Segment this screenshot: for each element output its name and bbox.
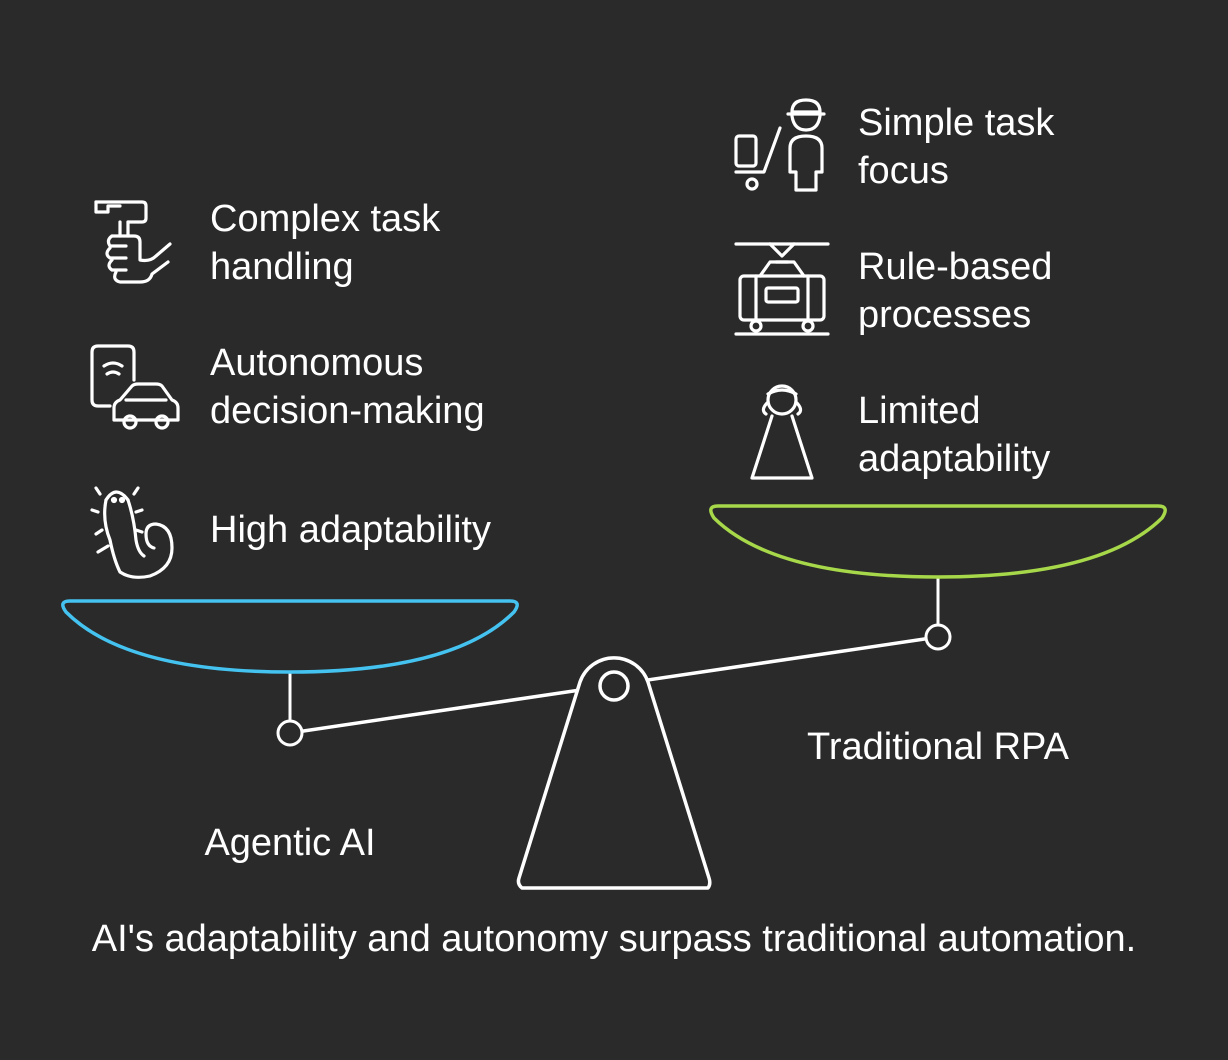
left-item-1-line-1: Complex task <box>210 198 441 240</box>
left-item-1-text: Complex task handling <box>210 198 451 288</box>
left-item-2-text: Autonomous decision-making <box>210 342 485 432</box>
right-item-1-text: Simple task focus <box>858 102 1065 192</box>
left-item-2-line-1: Autonomous <box>210 342 423 384</box>
caption: AI's adaptability and autonomy surpass t… <box>92 918 1136 960</box>
right-item-2-text: Rule-based processes <box>858 246 1063 336</box>
axolotl-icon <box>90 486 174 579</box>
fulcrum-pivot <box>598 670 630 702</box>
right-item-3-line-2: adaptability <box>858 438 1050 480</box>
right-item-2-line-2: processes <box>858 294 1031 336</box>
left-item-3-line-1: High adaptability <box>210 509 491 551</box>
right-item-1-line-2: focus <box>858 150 949 192</box>
fulcrum <box>516 656 712 890</box>
tram-icon <box>734 242 830 336</box>
hand-holding-tool-icon <box>94 200 172 284</box>
right-label: Traditional RPA <box>807 726 1070 768</box>
right-item-2-line-1: Rule-based <box>858 246 1052 288</box>
left-item-3-text: High adaptability <box>210 509 491 551</box>
right-pivot <box>924 623 952 651</box>
left-label: Agentic AI <box>204 822 375 864</box>
left-item-1-line-2: handling <box>210 246 354 288</box>
left-pivot <box>276 719 304 747</box>
right-item-1-line-1: Simple task <box>858 102 1055 144</box>
left-item-2-line-2: decision-making <box>210 390 485 432</box>
phone-car-icon <box>90 344 180 430</box>
right-item-3-text: Limited adaptability <box>858 390 1050 480</box>
left-pan <box>61 599 519 674</box>
worker-cart-icon <box>734 98 826 192</box>
right-pan <box>709 504 1167 579</box>
right-item-3-line-1: Limited <box>858 390 981 432</box>
person-icon <box>750 384 814 480</box>
